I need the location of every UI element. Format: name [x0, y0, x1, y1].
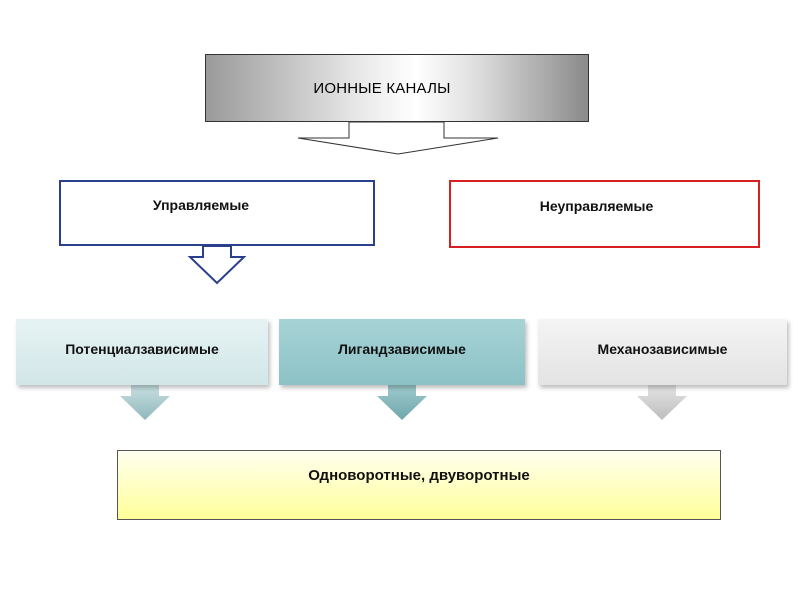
ligand-gated-label: Лигандзависимые [338, 341, 466, 357]
mechano-down-arrow [637, 385, 687, 420]
title-down-arrow [297, 121, 499, 155]
mechano-gated-label: Механозависимые [597, 341, 728, 357]
unmanaged-label: Неуправляемые [539, 198, 654, 214]
ligand-gated-box: Лигандзависимые [279, 319, 525, 385]
ion-channels-title-box: ИОННЫЕ КАНАЛЫ [205, 54, 589, 122]
title-text: ИОННЫЕ КАНАЛЫ [313, 79, 451, 97]
managed-down-arrow [187, 245, 247, 285]
voltage-down-arrow [120, 385, 170, 420]
ligand-down-arrow [377, 385, 427, 420]
voltage-gated-label: Потенциалзависимые [65, 341, 219, 357]
unmanaged-channels-box: Неуправляемые [449, 180, 760, 248]
gate-types-label: Одноворотные, двуворотные [308, 466, 530, 484]
mechano-gated-box: Механозависимые [538, 319, 787, 385]
voltage-gated-box: Потенциалзависимые [16, 319, 268, 385]
gate-types-box: Одноворотные, двуворотные [117, 450, 721, 520]
managed-channels-box: Управляемые [59, 180, 375, 246]
managed-label: Управляемые [152, 197, 250, 213]
